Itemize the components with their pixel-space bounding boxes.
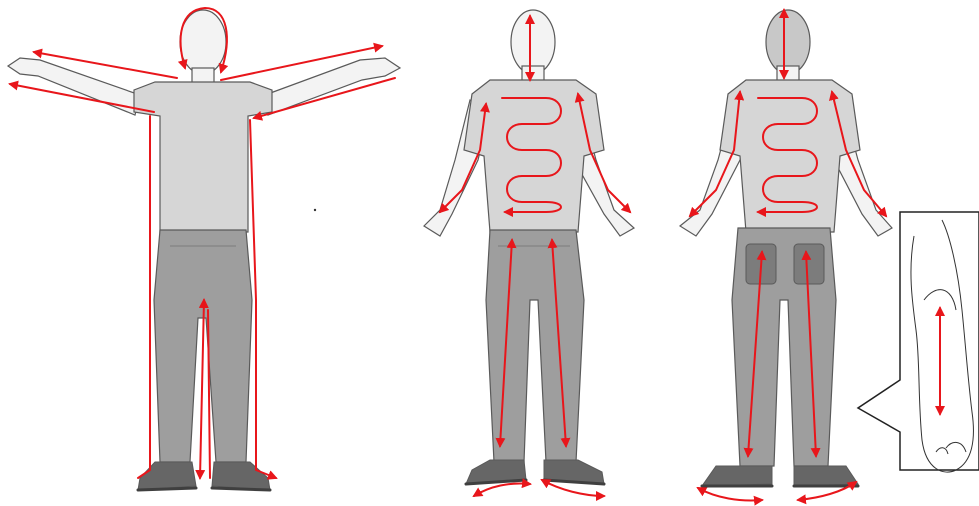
front-scan-figure	[424, 10, 634, 484]
right-shoe	[794, 466, 858, 486]
back-pocket-right	[794, 244, 824, 284]
foot-sole-inset	[858, 212, 979, 472]
tshirt	[464, 80, 604, 232]
tshirt	[720, 80, 860, 232]
inseam-arrow	[200, 300, 204, 478]
inset-callout-frame	[858, 212, 979, 470]
left-side-arrow	[138, 116, 150, 478]
front-outline-figure	[8, 10, 400, 490]
right-shoe	[212, 462, 270, 490]
left-shoe	[138, 462, 196, 490]
right-side-arrow	[250, 120, 276, 478]
left-shoe	[702, 466, 772, 486]
head-back	[766, 10, 810, 74]
left-shoe-arrow	[474, 484, 530, 497]
back-scan-figure	[680, 10, 892, 486]
left-shoe-arrow	[698, 488, 762, 501]
head	[180, 10, 226, 74]
stray-dot	[314, 209, 316, 211]
head	[511, 10, 555, 74]
